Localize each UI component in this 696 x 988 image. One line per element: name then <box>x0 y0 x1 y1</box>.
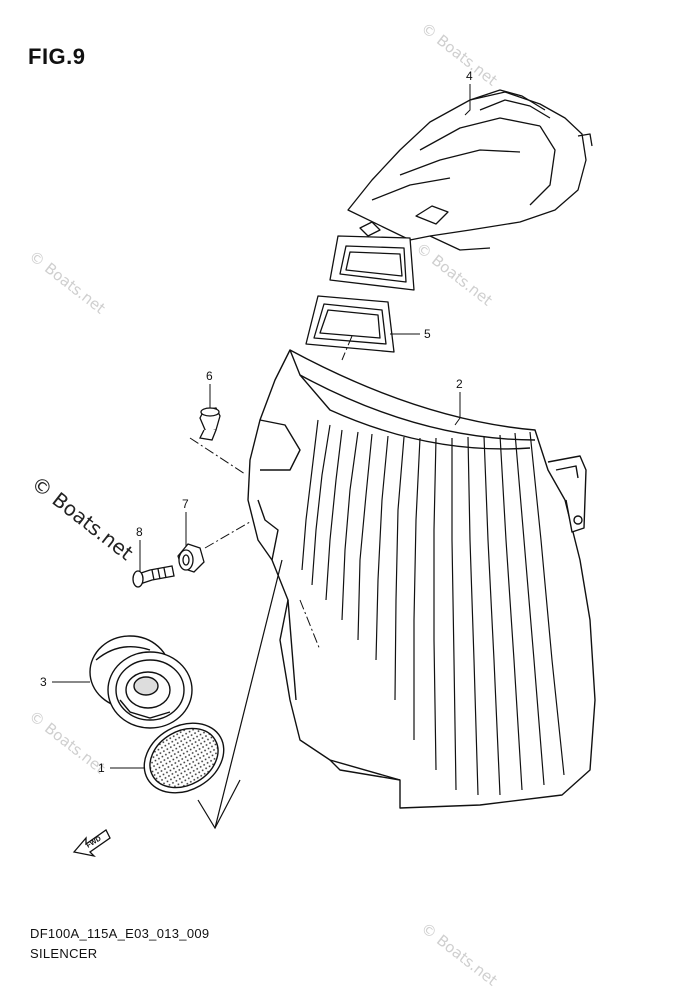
fwd-arrow-icon: FWD <box>72 829 111 858</box>
figure-title: FIG.9 <box>28 44 86 69</box>
drawing-code: DF100A_115A_E03_013_009 <box>30 926 210 941</box>
duct-part <box>329 89 593 291</box>
silencer-case-part <box>247 349 596 809</box>
callout-6: 6 <box>206 369 213 383</box>
watermark-left-lower: © Boats.net <box>26 707 109 778</box>
clip-part <box>199 407 221 441</box>
callout-1: 1 <box>98 761 105 775</box>
watermark-main: © Boats.net <box>27 471 138 565</box>
watermark-left-upper: © Boats.net <box>26 247 109 318</box>
callout-2: 2 <box>456 377 463 391</box>
grommet-part <box>177 543 205 573</box>
callout-7: 7 <box>182 497 189 511</box>
mesh-filter-part <box>143 722 225 794</box>
callout-5: 5 <box>424 327 431 341</box>
callout-3: 3 <box>40 675 47 689</box>
housing-part <box>89 635 193 729</box>
bolt-part <box>132 565 175 588</box>
watermark-mid-right: © Boats.net <box>413 239 496 310</box>
filter-pointer <box>197 559 283 830</box>
callout-8: 8 <box>136 525 143 539</box>
part-name: SILENCER <box>30 946 98 961</box>
seal-part <box>305 295 395 353</box>
watermark-top-right: © Boats.net <box>418 19 501 90</box>
watermark-bottom-right: © Boats.net <box>418 919 501 988</box>
leader-lines <box>52 84 471 769</box>
callout-4: 4 <box>466 69 473 83</box>
assembly-lines <box>189 335 353 651</box>
